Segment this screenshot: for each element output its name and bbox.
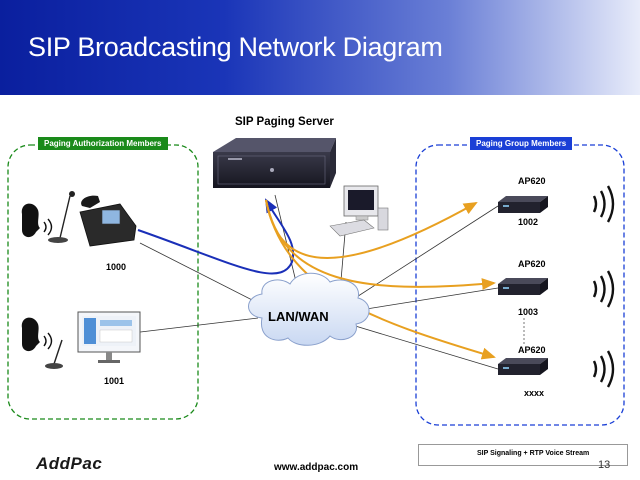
website-link[interactable]: www.addpac.com — [274, 462, 359, 473]
paging-group-title: Paging Group Members — [470, 137, 573, 150]
sip-paging-server — [213, 138, 336, 188]
gateway-label-2: 1003 — [518, 307, 539, 317]
pc-console — [45, 311, 141, 369]
legend-box: SIP Signaling + RTP Voice Stream — [418, 444, 628, 466]
gateway-label-3: xxxx — [524, 388, 545, 398]
gateway-device-1 — [498, 196, 548, 213]
gateway-model-3: AP620 — [518, 345, 546, 355]
sip-signaling-arrow — [137, 198, 295, 275]
ip-phone — [48, 191, 137, 247]
gateway-label-1: 1002 — [518, 217, 539, 227]
legend-label: SIP Signaling + RTP Voice Stream — [477, 450, 590, 457]
slide-title: SIP Broadcasting Network Diagram — [28, 32, 443, 62]
gateway-device-2 — [498, 278, 548, 295]
page-number: 13 — [598, 459, 611, 471]
company-logo: AddPac — [36, 454, 103, 473]
gateway-model-1: AP620 — [518, 176, 546, 186]
gateway-device-3 — [498, 358, 548, 375]
admin-pc — [329, 185, 389, 237]
sound-wave-icon-1 — [592, 185, 615, 223]
lan-wan-cloud — [248, 272, 370, 346]
member-label-1001: 1001 — [104, 376, 125, 386]
server-title: SIP Paging Server — [235, 116, 334, 128]
header-banner — [0, 0, 640, 95]
sound-wave-icon-2 — [592, 270, 615, 308]
sound-wave-icon-3 — [592, 350, 615, 388]
authorization-group-title: Paging Authorization Members — [38, 137, 168, 150]
cloud-label: LAN/WAN — [268, 309, 329, 324]
member-label-1000: 1000 — [106, 262, 127, 272]
speaker-head-1 — [21, 203, 53, 238]
gateway-model-2: AP620 — [518, 259, 546, 269]
speaker-head-2 — [21, 317, 53, 352]
authorization-group-border — [7, 144, 199, 420]
